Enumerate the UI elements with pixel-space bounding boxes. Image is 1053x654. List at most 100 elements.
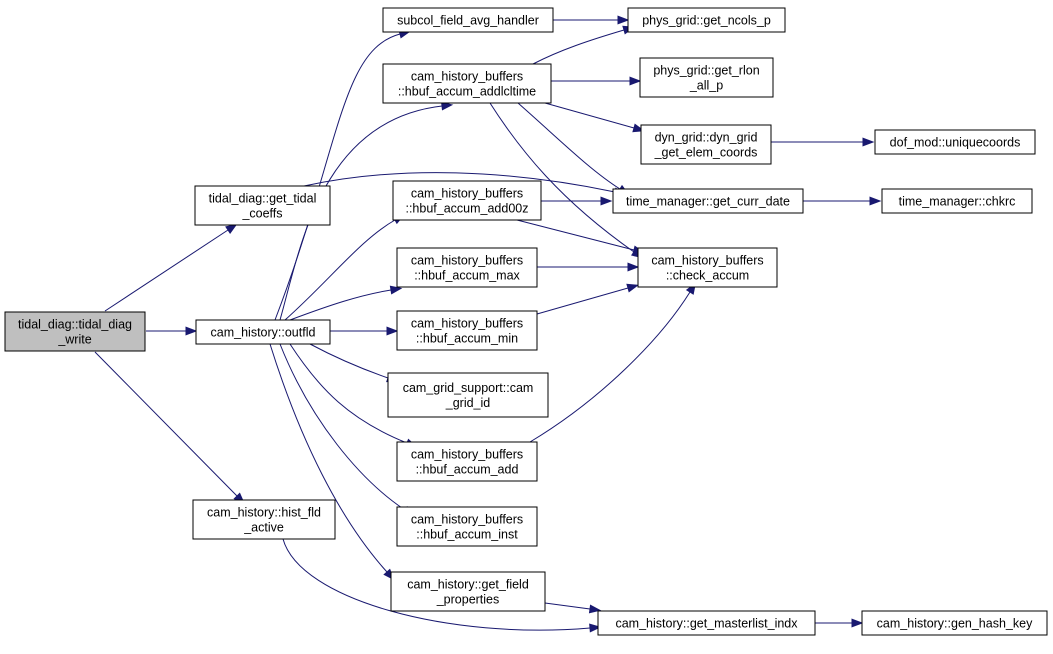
call-edge-addlcltime-to-rlon (551, 76, 642, 86)
call-edge-add00z-to-curr_date (541, 196, 613, 206)
node-box (640, 124, 772, 165)
node-label-line: _write (57, 333, 91, 347)
node-label-line: _grid_id (445, 396, 491, 410)
node-label-line: dyn_grid::dyn_grid (655, 131, 758, 145)
node-label-line: _properties (436, 593, 500, 607)
node-box (382, 63, 552, 104)
node-accum-max[interactable]: cam_history_buffers::hbuf_accum_max (396, 247, 538, 288)
node-box (881, 188, 1033, 214)
call-edge-elem_coords-to-uniquecoords (771, 137, 875, 147)
node-box (392, 180, 542, 221)
node-label-line: dof_mod::uniquecoords (890, 136, 1021, 150)
node-label-line: time_manager::get_curr_date (626, 195, 790, 209)
call-edge-field_props-to-masterlist (544, 602, 602, 614)
node-label-line: ::hbuf_accum_add00z (405, 202, 528, 216)
call-edge-accum_add-to-check_accum (529, 282, 697, 443)
call-edge-outfld-to-accum_max (289, 285, 403, 321)
node-label-line: ::hbuf_accum_add (416, 463, 519, 477)
node-label-line: cam_history::outfld (211, 326, 316, 340)
node-label-line: cam_history::get_field (407, 578, 529, 592)
node-label-line: subcol_field_avg_handler (397, 14, 539, 28)
node-box (639, 57, 774, 98)
node-box (612, 188, 804, 214)
node-label-line: _active (243, 521, 284, 535)
node-label-line: cam_history_buffers (411, 70, 523, 84)
node-uniquecoords[interactable]: dof_mod::uniquecoords (874, 129, 1036, 155)
node-label-line: cam_history_buffers (411, 448, 523, 462)
node-label-line: cam_history::get_masterlist_indx (615, 617, 798, 631)
node-label-line: _all_p (689, 79, 723, 93)
call-edge-tidal_write-to-outfld (146, 326, 198, 336)
call-edge-tidal_write-to-hist_fld_active (94, 351, 246, 505)
call-edge-addlcltime-to-elem_coords (544, 102, 645, 133)
node-label-line: phys_grid::get_ncols_p (642, 14, 771, 28)
call-edge-outfld-to-field_props (269, 343, 395, 581)
node-accum-add[interactable]: cam_history_buffers::hbuf_accum_add (396, 441, 538, 482)
call-edge-subcol_avg-to-ncols (553, 15, 630, 25)
node-box (597, 610, 816, 636)
node-ncols[interactable]: phys_grid::get_ncols_p (627, 7, 786, 33)
node-subcol-avg[interactable]: subcol_field_avg_handler (382, 7, 554, 33)
node-label-line: phys_grid::get_rlon (653, 64, 759, 78)
node-box (396, 247, 538, 288)
node-label-line: ::hbuf_accum_max (414, 269, 520, 283)
node-accum-min[interactable]: cam_history_buffers::hbuf_accum_min (396, 310, 538, 351)
call-edge-accum_max-to-check_accum (537, 262, 640, 272)
node-tidal-coeffs[interactable]: tidal_diag::get_tidal_coeffs (194, 185, 331, 226)
call-edge-outfld-to-accum_min (330, 326, 399, 336)
node-label-line: _coeffs (241, 207, 282, 221)
node-check-accum[interactable]: cam_history_buffers::check_accum (637, 247, 778, 288)
node-box (627, 7, 786, 33)
node-box (195, 319, 331, 345)
call-edge-tidal_write-to-tidal_coeffs (104, 223, 238, 312)
node-label-line: tidal_diag::tidal_diag (18, 318, 132, 332)
node-label-line: ::hbuf_accum_min (416, 332, 518, 346)
node-label-line: _get_elem_coords (654, 146, 758, 160)
node-label-line: cam_history_buffers (651, 254, 763, 268)
node-box (874, 129, 1036, 155)
node-masterlist[interactable]: cam_history::get_masterlist_indx (597, 610, 816, 636)
node-addlcltime[interactable]: cam_history_buffers::hbuf_accum_addlclti… (382, 63, 552, 104)
node-elem-coords[interactable]: dyn_grid::dyn_grid_get_elem_coords (640, 124, 772, 165)
node-tidal-write[interactable]: tidal_diag::tidal_diag_write (4, 311, 146, 352)
node-label-line: ::check_accum (666, 269, 749, 283)
node-label-line: cam_history_buffers (411, 513, 523, 527)
node-box (396, 441, 538, 482)
node-box (861, 610, 1048, 636)
node-box (4, 311, 146, 352)
node-hash-key[interactable]: cam_history::gen_hash_key (861, 610, 1048, 636)
node-label-line: cam_history_buffers (411, 254, 523, 268)
call-edge-curr_date-to-chkrc (803, 196, 882, 206)
node-add00z[interactable]: cam_history_buffers::hbuf_accum_add00z (392, 180, 542, 221)
call-edge-addlcltime-to-check_accum (489, 102, 644, 259)
node-label-line: tidal_diag::get_tidal (209, 192, 317, 206)
node-label-line: cam_history_buffers (411, 187, 523, 201)
node-outfld[interactable]: cam_history::outfld (195, 319, 331, 345)
call-edge-outfld-to-grid_id (309, 343, 399, 383)
node-label-line: ::hbuf_accum_addlcltime (398, 85, 536, 99)
node-rlon[interactable]: phys_grid::get_rlon_all_p (639, 57, 774, 98)
node-box (387, 372, 549, 418)
node-box (637, 247, 778, 288)
node-label-line: cam_history::hist_fld (207, 506, 321, 520)
node-curr-date[interactable]: time_manager::get_curr_date (612, 188, 804, 214)
node-label-line: cam_history::gen_hash_key (877, 617, 1033, 631)
node-label-line: time_manager::chkrc (899, 195, 1016, 209)
node-box (382, 7, 554, 33)
node-grid-id[interactable]: cam_grid_support::cam_grid_id (387, 372, 549, 418)
node-field-props[interactable]: cam_history::get_field_properties (390, 571, 546, 612)
node-accum-inst[interactable]: cam_history_buffers::hbuf_accum_inst (396, 506, 538, 547)
node-box (390, 571, 546, 612)
call-edge-outfld-to-accum_inst (279, 343, 415, 517)
node-label-line: ::hbuf_accum_inst (416, 528, 518, 542)
node-box (192, 499, 336, 540)
call-edge-masterlist-to-hash_key (815, 618, 864, 628)
call-edge-outfld-to-add00z (284, 214, 405, 321)
function-nodes: tidal_diag::tidal_diag_writetidal_diag::… (4, 7, 1048, 636)
node-box (194, 185, 331, 226)
node-label-line: cam_grid_support::cam (403, 381, 534, 395)
node-hist-fld-active[interactable]: cam_history::hist_fld_active (192, 499, 336, 540)
node-chkrc[interactable]: time_manager::chkrc (881, 188, 1033, 214)
node-box (396, 310, 538, 351)
